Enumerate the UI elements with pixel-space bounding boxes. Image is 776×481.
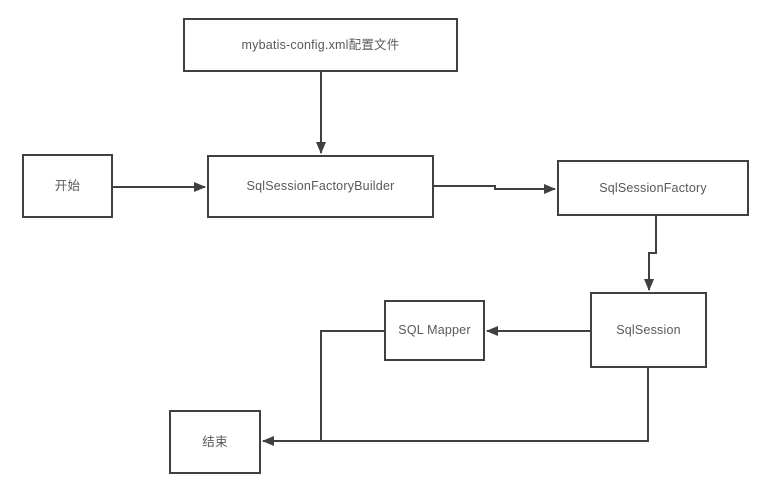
node-end: 结束	[169, 410, 261, 474]
node-end-label: 结束	[202, 434, 228, 449]
connector-mapper-to-end	[320, 330, 384, 442]
node-sqlsessionfactory: SqlSessionFactory	[557, 160, 749, 216]
node-sqlsessionfactorybuilder-label: SqlSessionFactoryBuilder	[246, 179, 395, 193]
node-start: 开始	[22, 154, 113, 218]
node-sqlsession: SqlSession	[590, 292, 707, 368]
node-mybatis-config-file: mybatis-config.xml配置文件	[183, 18, 458, 72]
node-mybatis-config-file-label: mybatis-config.xml配置文件	[241, 37, 400, 52]
node-sql-mapper-label: SQL Mapper	[398, 323, 471, 337]
node-sqlsessionfactory-label: SqlSessionFactory	[599, 180, 707, 195]
node-sqlsessionfactorybuilder: SqlSessionFactoryBuilder	[207, 155, 434, 218]
connector-session-to-end	[262, 368, 649, 446]
node-sql-mapper: SQL Mapper	[384, 300, 485, 361]
node-sqlsession-label: SqlSession	[616, 322, 681, 337]
connector-builder-to-factory	[434, 184, 556, 194]
node-start-label: 开始	[54, 178, 81, 193]
connector-factory-to-session	[644, 216, 657, 291]
